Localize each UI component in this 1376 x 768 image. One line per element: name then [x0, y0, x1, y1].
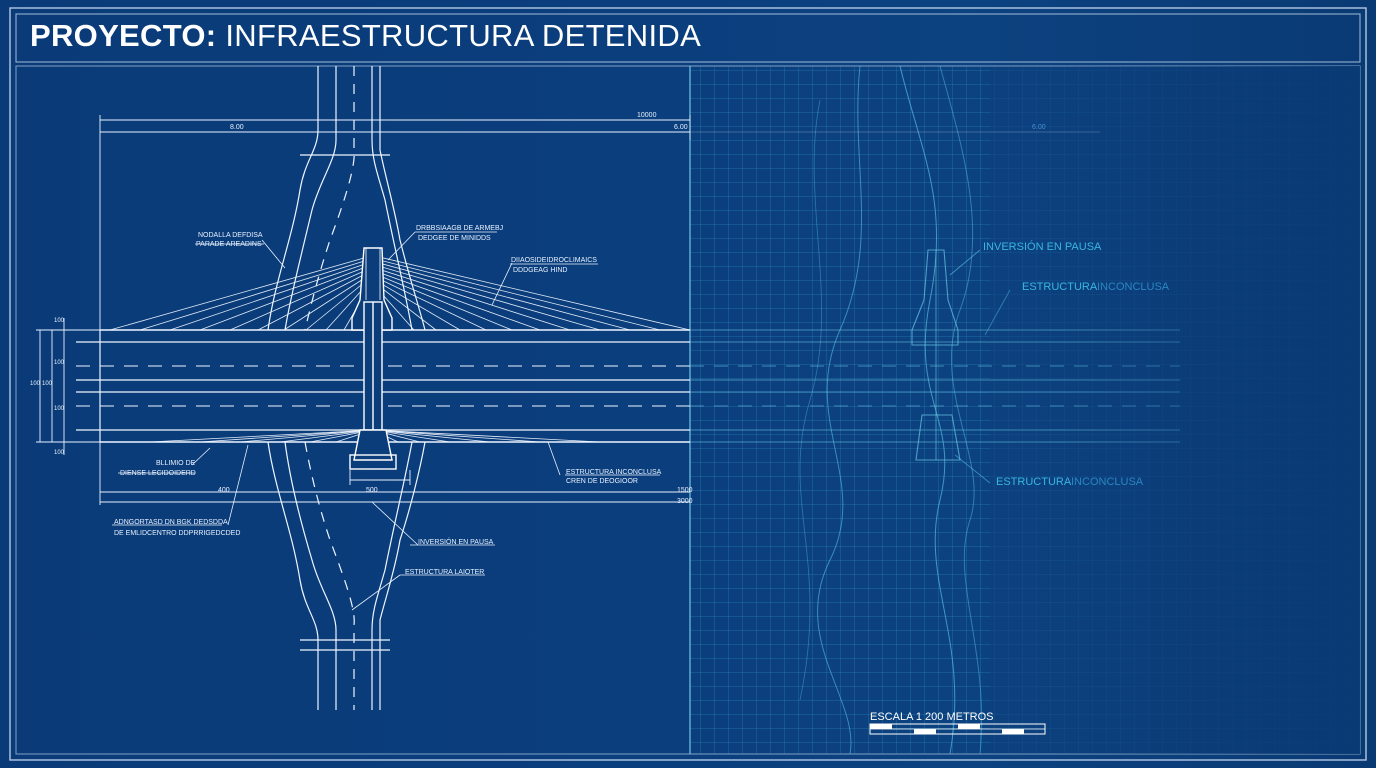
cable-stay	[257, 270, 372, 331]
outer-frame	[9, 7, 1367, 761]
callout-upper-right-1: DIIAOSIDEIDROCLIMAICS	[511, 257, 597, 264]
cable-stay	[279, 429, 374, 443]
scale-bar-label: ESCALA 1 200 METROS	[870, 711, 994, 723]
cable-stay	[199, 429, 374, 443]
title-box	[15, 13, 1361, 63]
central-pylon	[349, 247, 397, 470]
dim-bottom-right-a: 1500	[677, 487, 693, 494]
dim-left-tick: 100	[42, 381, 53, 387]
dim-top-left: 8.00	[230, 124, 244, 131]
drawing-labels: 10000 8.00 6.00 6.00 400 500 1500 3000 1…	[30, 112, 1046, 576]
callout-lower-left-b-2: DE EMLIDCENTRO DDPRRIGEDCDED	[114, 530, 240, 537]
cable-stay	[169, 261, 372, 331]
overlay-estructura-bot-b: INCONCLUSA	[1071, 476, 1144, 488]
dim-left-tick: 100	[54, 360, 65, 366]
cable-stay	[372, 429, 541, 443]
cable-stays	[109, 255, 691, 443]
dim-bottom-right-b: 3000	[677, 498, 693, 505]
cable-stay	[239, 429, 374, 443]
dim-left-tick: 100	[54, 318, 65, 324]
overlay-labels: INVERSIÓN EN PAUSA ESTRUCTURA INCONCLUSA…	[870, 240, 1170, 723]
cable-stay	[374, 255, 691, 331]
dim-left-tick: 100	[54, 450, 65, 456]
dim-bottom-center: 500	[366, 487, 378, 494]
dim-top-mid: 6.00	[674, 124, 688, 131]
callout-lower-right-2: CREN DE DEOGIOOR	[566, 478, 638, 485]
callout-upper-left-1: NODALLA DEFDISA	[198, 232, 263, 239]
dim-top-right: 6.00	[1032, 124, 1046, 131]
cable-stay	[283, 273, 372, 331]
page-title-text: INFRAESTRUCTURA DETENIDA	[225, 18, 702, 53]
callout-leaders	[112, 231, 660, 611]
cable-stay	[139, 258, 372, 331]
callout-lower-left-b-1: ADNGORTASD DN BGK DEDSDDA	[114, 519, 228, 526]
callout-upper-left-2: PARADE AREADINS	[196, 241, 262, 248]
cable-stay	[109, 255, 372, 331]
callout-lower-right-1: ESTRUCTURA INCONCLUSA	[566, 469, 662, 476]
overlay-estructura-top-b: INCONCLUSA	[1097, 281, 1170, 293]
overlay-inversion: INVERSIÓN EN PAUSA	[983, 240, 1102, 253]
cable-stay	[374, 261, 631, 331]
dim-left-tick: 100	[54, 406, 65, 412]
dim-left-tick: 100	[30, 381, 41, 387]
callout-lower-left-a-2: DIENSE LECIDOIDERD	[120, 470, 196, 477]
cable-stay	[305, 276, 372, 331]
cable-stay	[149, 429, 374, 443]
cable-stay	[374, 276, 487, 331]
fade-overlay	[690, 66, 1360, 754]
callout-upper-right-2: DDDGEAG HIND	[513, 267, 567, 274]
access-roads	[267, 66, 426, 710]
cable-stay	[229, 267, 372, 331]
callout-lower-center-a: INVERSIÓN EN PAUSA	[418, 537, 494, 546]
callout-lower-left-a-1: BLLIMIO DE	[156, 460, 196, 467]
page-title-prefix: PROYECTO:	[30, 18, 217, 53]
cable-stay	[199, 264, 372, 331]
bridge-deck	[76, 329, 690, 443]
callout-lower-center-b: ESTRUCTURA LAIOTER	[405, 569, 484, 576]
callout-upper-center-1: DRBBSIAAGB DE ARMEBJ	[416, 225, 503, 232]
scale-bar	[869, 723, 1046, 735]
overlay-estructura-bot-a: ESTRUCTURA	[996, 476, 1072, 488]
cable-stay	[374, 264, 601, 331]
page-title: PROYECTO: INFRAESTRUCTURA DETENIDA	[30, 18, 701, 54]
callout-upper-center-2: DEDGEE DE MINIDDS	[418, 235, 491, 242]
cable-stay	[372, 429, 491, 443]
cable-stay	[374, 282, 437, 331]
cable-stay	[374, 273, 513, 331]
overlay-estructura-top-a: ESTRUCTURA	[1022, 281, 1098, 293]
cable-stay	[374, 267, 571, 331]
cable-stay	[372, 429, 601, 443]
cable-stay	[374, 258, 661, 331]
dim-bottom-left: 400	[218, 487, 230, 494]
dim-top-span: 10000	[637, 112, 657, 119]
